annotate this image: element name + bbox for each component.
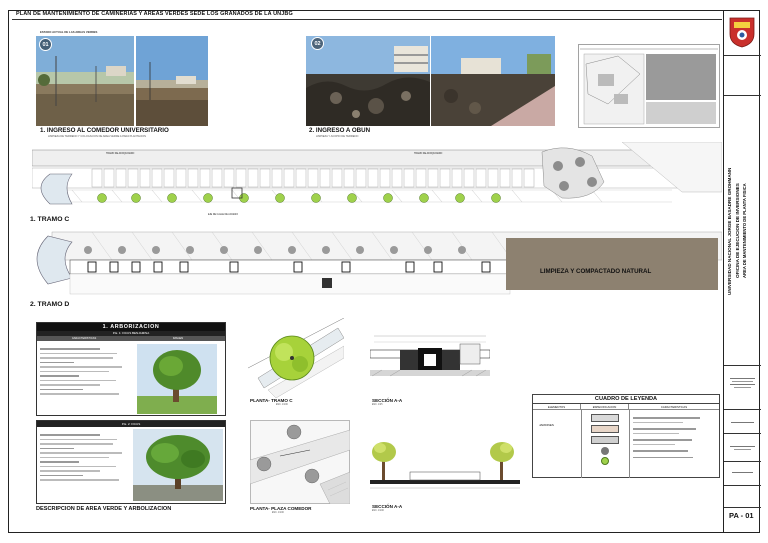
card1-tree-image <box>137 344 217 414</box>
legend-swatch-shrub <box>601 457 609 465</box>
photos-subheader: ESTADO ACTUAL DE LAS AREAS VERDES <box>40 30 98 34</box>
photo-obun-2 <box>431 36 555 126</box>
photo-obun-1 <box>306 36 430 126</box>
tramo-c-label: 1. TRAMO C <box>30 216 70 223</box>
cleaning-label: LIMPIEZA Y COMPACTADO NATURAL <box>540 268 652 275</box>
photo-badge-1: 01 <box>39 38 52 51</box>
photo-badge-2: 02 <box>311 37 324 50</box>
photo-comedor-2 <box>136 36 208 126</box>
legend-swatch-soil <box>591 425 619 433</box>
photo-caption-2: 2. INGRESO A OBUN <box>309 127 371 134</box>
title-block-logo-cell <box>724 10 761 56</box>
plan-tramo-c <box>32 142 722 212</box>
key-plan <box>578 44 720 128</box>
arborization-card-2: P.E. 2: FICUS <box>36 420 226 504</box>
card1-col-2: IMAGEN <box>172 337 184 340</box>
card1-text-block <box>40 345 126 398</box>
seccion-2-scale: ESC. 1/100 <box>372 510 384 512</box>
title-block-name-cell: UNIVERSIDAD NACIONAL JORGE BASADRE GROHM… <box>724 96 761 366</box>
title-block: UNIVERSIDAD NACIONAL JORGE BASADRE GROHM… <box>723 10 761 533</box>
legend-col-2: ESPECIFICACION <box>581 404 629 409</box>
legend-row-label: JARDINES <box>539 423 554 427</box>
card2-tree-image <box>133 429 223 501</box>
sheet-code: PA - 01 <box>729 511 754 520</box>
legend-table: CUADRO DE LEYENDA ELEMENTOS ESPECIFICACI… <box>532 394 720 478</box>
title-block-row-5 <box>724 486 761 508</box>
header-rule <box>12 19 722 20</box>
arborization-card-1: 1. ARBORIZACION P.E. 1: FICUS BENJAMINA … <box>36 322 226 416</box>
arborization-title: 1. ARBORIZACION <box>37 323 225 331</box>
plan-tag-3: EJE DE CALLE DE ACCESO <box>208 214 238 216</box>
photo-comedor-1 <box>36 36 134 126</box>
legend-col-1: ELEMENTOS <box>533 404 581 409</box>
arborization-footer: DESCRIPCION DE AREA VERDE Y ARBOLIZACION <box>36 506 172 512</box>
card1-col-1: CARACTERISTICAS <box>71 337 97 340</box>
plan-tramo-d <box>32 228 722 300</box>
card1-heading: P.E. 1: FICUS BENJAMINA <box>37 331 225 336</box>
title-block-row-3 <box>724 434 761 462</box>
legend-col-3: CARACTERISTICAS <box>660 405 688 409</box>
university-logo-icon <box>729 17 755 48</box>
sheet-title: PLAN DE MANTENIMIENTO DE CAMINERIAS Y AR… <box>16 11 293 17</box>
legend-swatch-paving <box>591 414 619 422</box>
plan-tag-1: TRAMO DE ADOQUINADO <box>106 153 135 155</box>
title-block-blank-cell <box>724 56 761 96</box>
photo-caption-1: 1. INGRESO AL COMEDOR UNIVERSITARIO <box>40 127 169 134</box>
title-block-row-2 <box>724 410 761 434</box>
seccion-1-title: SECCIÓN A-A <box>372 398 403 403</box>
legend-descriptions <box>633 415 717 461</box>
area-name: AREA DE MANTENIMIENTO DE PLANTA FISICA <box>742 183 747 279</box>
legend-title: CUADRO DE LEYENDA <box>533 395 719 404</box>
university-name: UNIVERSIDAD NACIONAL JORGE BASADRE GROHM… <box>727 167 732 295</box>
planta-tramo-c-scale: ESC. 1/100 <box>276 404 288 406</box>
card2-text-block <box>40 431 126 484</box>
seccion-2-title: SECCIÓN A-A <box>372 504 403 509</box>
title-block-row-4 <box>724 462 761 486</box>
planta-tramo-c-drawing <box>248 318 344 398</box>
sheet-frame <box>8 10 760 533</box>
plan-tag-2: TRAMO DE ADOQUINADO <box>414 153 443 155</box>
seccion-trees-drawing <box>370 442 520 489</box>
seccion-detail-drawing <box>370 335 490 377</box>
photo-subcaption-1: LIMPIEZA DE TERRENO Y COLOCACION DE AREA… <box>48 135 147 138</box>
legend-swatch-grass <box>591 436 619 444</box>
planta-plaza-title: PLANTA- PLAZA COMEDOR <box>250 506 312 511</box>
planta-plaza-drawing <box>250 420 350 504</box>
planta-tramo-c-title: PLANTA- TRAMO C <box>250 398 293 403</box>
planta-plaza-scale: ESC. 1/100 <box>272 512 284 514</box>
office-name: OFICINA DE EJECUCION DE INVERSIONES <box>735 183 740 279</box>
photo-subcaption-2: LIMPIEZA Y ACOPIO DE TERRENO <box>316 135 359 138</box>
legend-swatch-tree <box>601 447 609 455</box>
title-block-row-1 <box>724 366 761 410</box>
card2-heading: P.E. 2: FICUS <box>37 421 225 427</box>
tramo-d-label: 2. TRAMO D <box>30 301 70 308</box>
seccion-1-scale: ESC. 1/25 <box>372 404 383 406</box>
